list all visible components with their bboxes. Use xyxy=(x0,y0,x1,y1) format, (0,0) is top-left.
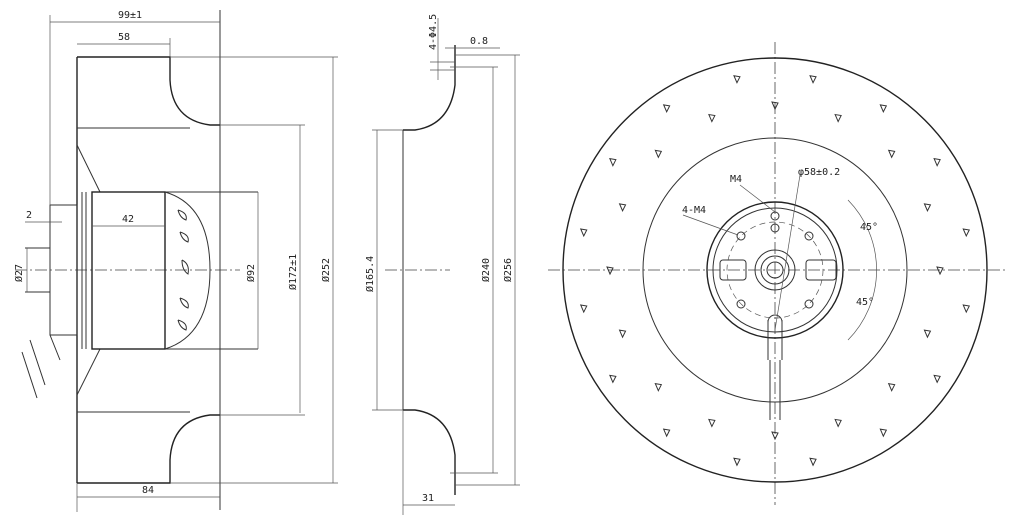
blade-mark xyxy=(962,304,971,314)
dim-blade-width: 58 xyxy=(118,32,130,43)
blade-mark xyxy=(887,383,896,392)
dim-base-length: 84 xyxy=(142,485,154,496)
blade-mark xyxy=(809,457,817,467)
blade-mark xyxy=(933,374,941,384)
dim-thickness: 0.8 xyxy=(470,36,488,47)
dim-inlet-diameter: Ø172±1 xyxy=(287,254,299,290)
blade-mark xyxy=(923,203,932,213)
blade-mark xyxy=(662,428,671,438)
blade-mark xyxy=(809,75,817,84)
blade-mark xyxy=(609,374,617,384)
blade-mark xyxy=(733,457,741,467)
blade-mark xyxy=(923,329,932,339)
blade-mark xyxy=(618,329,627,339)
dim-depth: 31 xyxy=(422,493,434,504)
blade-mark xyxy=(962,228,971,238)
label-pitch-circle: φ58±0.2 xyxy=(798,167,840,178)
blade-mark xyxy=(771,431,779,441)
blade-mark xyxy=(662,104,671,114)
dim-motor-diameter: Ø92 xyxy=(245,264,257,282)
blade-mark xyxy=(879,428,888,438)
dim-motor-length: 42 xyxy=(122,214,134,225)
blade-mark xyxy=(654,383,663,392)
dim-inner-diameter: Ø165.4 xyxy=(364,256,376,292)
front-view: M4 φ58±0.2 4-M4 45° 45° xyxy=(548,42,1005,505)
inlet-ring-view: 4-Φ4.5 0.8 Ø165.4 Ø240 Ø256 31 xyxy=(364,14,520,515)
blade-mark xyxy=(834,113,842,123)
label-angle-bottom: 45° xyxy=(856,297,874,308)
blade-mark xyxy=(733,75,741,84)
side-view: 99±1 58 2 42 Ø27 Ø92 Ø172±1 Ø252 84 xyxy=(13,10,338,512)
dim-holes: 4-Φ4.5 xyxy=(428,14,439,50)
blade-mark xyxy=(834,418,842,428)
dim-overall-length: 99±1 xyxy=(118,10,142,21)
blade-mark xyxy=(933,158,941,167)
blade-mark xyxy=(708,418,716,428)
dim-outer-diameter: Ø256 xyxy=(502,258,514,282)
blade-mark xyxy=(708,113,716,123)
label-screw: M4 xyxy=(730,174,742,185)
blade-mark xyxy=(879,104,888,114)
label-angle-top: 45° xyxy=(860,222,878,233)
dim-hub-step: 2 xyxy=(26,210,32,221)
label-screws: 4-M4 xyxy=(682,205,706,216)
blade-mark xyxy=(579,228,588,238)
dim-hub-diameter: Ø27 xyxy=(13,264,25,282)
blade-mark xyxy=(618,203,627,213)
blade-mark xyxy=(606,266,614,276)
blade-mark xyxy=(887,149,896,159)
blade-mark xyxy=(771,101,779,111)
dim-wheel-diameter: Ø252 xyxy=(320,258,332,282)
dim-hole-circle: Ø240 xyxy=(480,258,492,282)
blade-mark xyxy=(609,158,617,167)
blade-mark xyxy=(654,149,663,159)
blade-mark xyxy=(579,304,588,314)
blade-mark xyxy=(936,266,944,276)
